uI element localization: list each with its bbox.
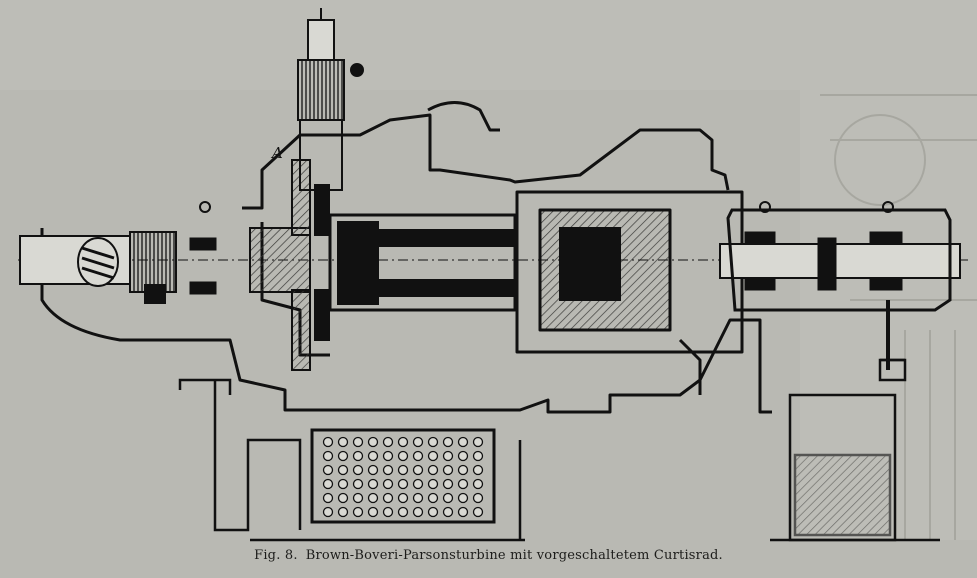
condenser-tube bbox=[457, 492, 469, 504]
condenser-tube bbox=[472, 450, 484, 462]
condenser-tube bbox=[427, 478, 439, 490]
condenser-tube bbox=[412, 436, 424, 448]
point-label-a: A bbox=[272, 144, 283, 162]
condenser-tube bbox=[337, 492, 349, 504]
condenser-tube bbox=[352, 478, 364, 490]
condenser-tube bbox=[457, 464, 469, 476]
parsons-drum bbox=[337, 221, 621, 305]
figure-number: Fig. 8. bbox=[254, 548, 298, 563]
figure-caption-text: Brown-Boveri-Parsonsturbine mit vorgesch… bbox=[305, 548, 723, 563]
condenser-tube bbox=[412, 478, 424, 490]
condenser-tube bbox=[367, 506, 379, 518]
condenser-tube bbox=[397, 478, 409, 490]
condenser-tube bbox=[457, 506, 469, 518]
condenser-tube bbox=[367, 450, 379, 462]
condenser-tube bbox=[442, 506, 454, 518]
condenser-tube bbox=[472, 478, 484, 490]
condenser-tube bbox=[352, 450, 364, 462]
condenser-tube bbox=[472, 436, 484, 448]
condenser-tube bbox=[442, 450, 454, 462]
worm-gear bbox=[77, 231, 177, 304]
condenser-tube bbox=[322, 450, 334, 462]
condenser-tube bbox=[442, 492, 454, 504]
condenser-tube bbox=[397, 436, 409, 448]
underprint-lines bbox=[820, 94, 977, 540]
condenser-tube bbox=[337, 506, 349, 518]
condenser-tube bbox=[337, 464, 349, 476]
condenser-tube bbox=[337, 450, 349, 462]
condenser-tube bbox=[367, 464, 379, 476]
condenser-tube bbox=[427, 436, 439, 448]
turbine-shaft bbox=[19, 227, 961, 293]
governor-valve bbox=[297, 8, 364, 231]
condenser-tube bbox=[382, 464, 394, 476]
condenser-tube bbox=[382, 436, 394, 448]
condenser-tube bbox=[322, 436, 334, 448]
condenser-tube bbox=[367, 492, 379, 504]
condenser-tube bbox=[412, 506, 424, 518]
condenser-tube bbox=[337, 478, 349, 490]
condenser-tube bbox=[457, 450, 469, 462]
condenser-tube bbox=[427, 506, 439, 518]
condenser-tube bbox=[352, 492, 364, 504]
condenser-tube bbox=[322, 478, 334, 490]
right-bearing-housing bbox=[199, 201, 952, 370]
condenser-tube bbox=[367, 478, 379, 490]
condenser-tube bbox=[397, 450, 409, 462]
condenser-tube bbox=[397, 464, 409, 476]
condenser-tube bbox=[352, 464, 364, 476]
condenser-tube bbox=[442, 464, 454, 476]
condenser-tube bbox=[412, 492, 424, 504]
condenser-tube bbox=[472, 464, 484, 476]
condenser-tube bbox=[427, 492, 439, 504]
condenser-tube bbox=[427, 450, 439, 462]
condenser-tube bbox=[382, 492, 394, 504]
condenser-tube bbox=[322, 492, 334, 504]
condenser-tube bbox=[397, 492, 409, 504]
condenser-tube bbox=[367, 436, 379, 448]
condenser-tube bbox=[352, 436, 364, 448]
condenser-tube bbox=[457, 478, 469, 490]
condenser-tube bbox=[472, 492, 484, 504]
condenser-tube bbox=[457, 436, 469, 448]
condenser-tube bbox=[322, 464, 334, 476]
condenser-tube bbox=[427, 464, 439, 476]
condenser-tube bbox=[442, 478, 454, 490]
bearings bbox=[189, 231, 903, 295]
condenser-tube bbox=[352, 506, 364, 518]
tube-nest bbox=[310, 428, 496, 524]
condenser-tube bbox=[382, 450, 394, 462]
foundation bbox=[178, 358, 940, 542]
condenser-tube bbox=[397, 506, 409, 518]
condenser-tube bbox=[322, 506, 334, 518]
condenser-tube bbox=[472, 506, 484, 518]
condenser-tube bbox=[412, 464, 424, 476]
condenser-tube bbox=[382, 506, 394, 518]
condenser-tube bbox=[442, 436, 454, 448]
figure-caption: Fig. 8. Brown-Boveri-Parsonsturbine mit v… bbox=[0, 548, 977, 563]
condenser-tube bbox=[382, 478, 394, 490]
condenser-tube bbox=[412, 450, 424, 462]
condenser-tube bbox=[337, 436, 349, 448]
